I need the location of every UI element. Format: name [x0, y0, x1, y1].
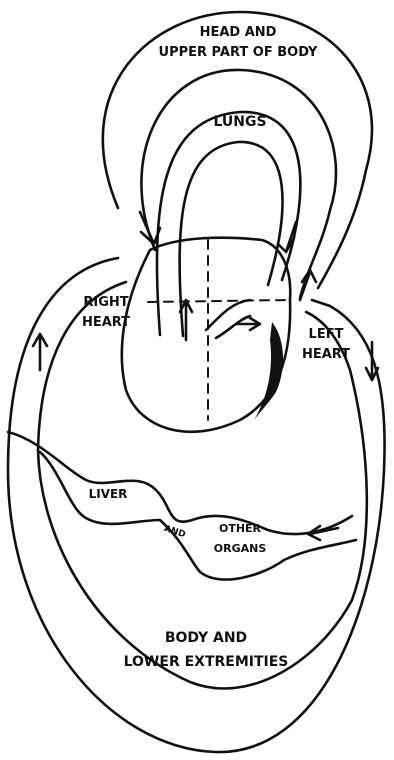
arrow-aorta-up [300, 270, 316, 300]
label-body-line2: LOWER EXTREMITIES [124, 654, 289, 670]
head-loop-inner [141, 70, 336, 298]
label-other-line1: OTHER [219, 522, 262, 535]
pulmonary-vein [206, 300, 250, 338]
label-lungs: LUNGS [213, 114, 266, 130]
label-liver: LIVER [89, 487, 128, 501]
arrow-left-side-up [33, 334, 47, 370]
arrow-head-to-right-heart-outer [140, 212, 160, 244]
arrow-organs-left [308, 526, 338, 540]
label-other-line2: ORGANS [214, 542, 267, 555]
heart-atrial-line [148, 300, 290, 302]
label-left-heart-line2: HEART [302, 347, 350, 362]
label-right-heart-line1: RIGHT [83, 295, 128, 310]
label-left-heart-line1: LEFT [309, 327, 344, 342]
label-head-line2: UPPER PART OF BODY [159, 45, 319, 60]
body-loop-inner [38, 282, 367, 688]
arrow-right-to-left-heart [236, 318, 260, 330]
label-right-heart-line2: HEART [82, 315, 130, 330]
liver-channel-bottom [40, 452, 356, 580]
label-body-line1: BODY AND [165, 630, 247, 646]
liver-channel-top [8, 432, 352, 534]
label-head-line1: HEAD AND [200, 25, 277, 40]
